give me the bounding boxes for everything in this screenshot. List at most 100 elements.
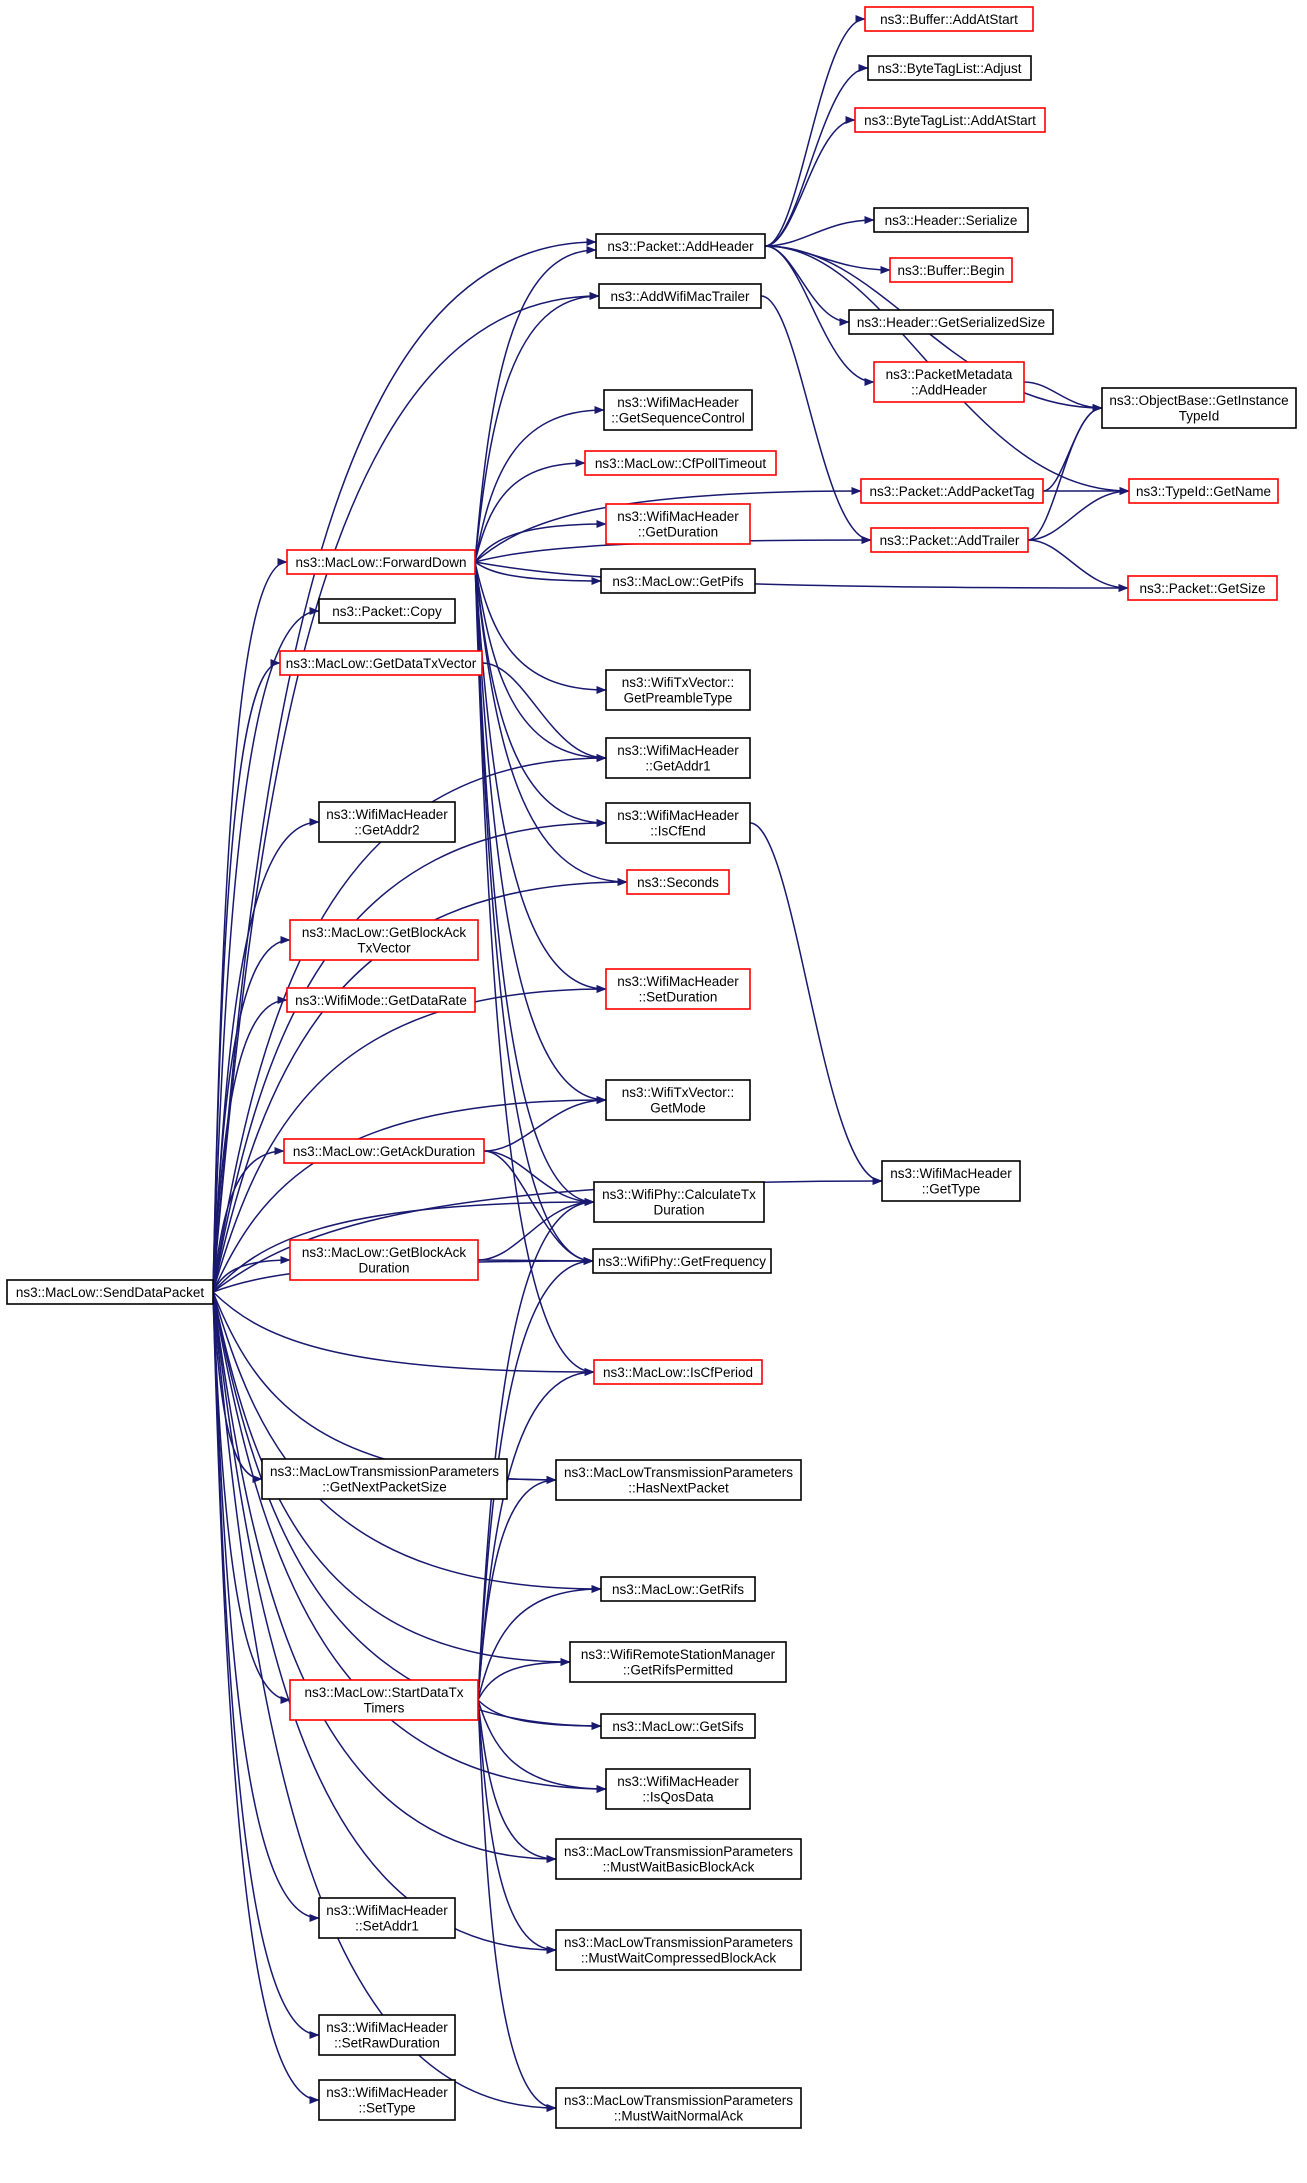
node-set_duration[interactable]: ns3::WifiMacHeader::SetDuration xyxy=(605,968,751,1010)
node-set_addr1[interactable]: ns3::WifiMacHeader::SetAddr1 xyxy=(318,1897,456,1939)
node-must_wait_normal_ack[interactable]: ns3::MacLowTransmissionParameters::MustW… xyxy=(555,2087,802,2129)
edge-get_block_ack_duration-to-calculate_tx_duration xyxy=(477,1198,595,1261)
node-has_next_packet[interactable]: ns3::MacLowTransmissionParameters::HasNe… xyxy=(555,1459,802,1501)
node-label: ns3::Header::GetSerializedSize xyxy=(857,315,1045,330)
edge-is_cf_end-to-get_type xyxy=(749,822,883,1185)
node-box xyxy=(318,2014,456,2056)
node-get_ack_duration[interactable]: ns3::MacLow::GetAckDuration xyxy=(283,1138,485,1164)
node-label: ns3::WifiMacHeader xyxy=(890,1166,1012,1181)
node-label: ::GetNextPacketSize xyxy=(322,1480,447,1495)
node-get_frequency[interactable]: ns3::WifiPhy::GetFrequency xyxy=(592,1248,772,1274)
edge-add_wifi_mac_trailer-to-add_trailer xyxy=(760,295,872,544)
edge-start_data_tx_timers-to-must_wait_normal_ack xyxy=(477,1699,557,2112)
edge-forward_down-to-get_pifs xyxy=(474,561,602,585)
node-byte_tag_list_adjust[interactable]: ns3::ByteTagList::Adjust xyxy=(867,55,1032,81)
node-label: ns3::MacLowTransmissionParameters xyxy=(564,1844,793,1859)
node-label: ns3::WifiMacHeader xyxy=(326,1903,448,1918)
edge-send_data_packet-to-is_cf_period xyxy=(212,1291,595,1376)
node-add_wifi_mac_trailer[interactable]: ns3::AddWifiMacTrailer xyxy=(598,283,762,309)
node-get_next_packet_size[interactable]: ns3::MacLowTransmissionParameters::GetNe… xyxy=(261,1458,508,1500)
node-label: ::AddHeader xyxy=(911,383,987,398)
node-box xyxy=(593,1181,765,1223)
edge-start_data_tx_timers-to-get_rifs xyxy=(477,1585,602,1701)
edge-add_header-to-buffer_add_at_start xyxy=(764,15,866,247)
edge-send_data_packet-to-calculate_tx_duration xyxy=(212,1198,595,1293)
node-box xyxy=(873,361,1025,403)
node-header_serialize[interactable]: ns3::Header::Serialize xyxy=(873,207,1029,233)
node-label: ns3::MacLow::CfPollTimeout xyxy=(595,456,767,471)
edge-add_header-to-byte_tag_list_adjust xyxy=(764,64,869,247)
node-get_type[interactable]: ns3::WifiMacHeader::GetType xyxy=(881,1160,1021,1202)
edge-add_packet_tag-to-get_instance_type_id xyxy=(1042,404,1103,492)
edge-send_data_packet-to-get_ack_duration xyxy=(212,1147,285,1293)
node-get_sequence_control[interactable]: ns3::WifiMacHeader::GetSequenceControl xyxy=(603,389,753,431)
node-box xyxy=(605,1079,751,1121)
node-label: ns3::MacLowTransmissionParameters xyxy=(564,1465,793,1480)
node-packet_get_size[interactable]: ns3::Packet::GetSize xyxy=(1127,575,1278,601)
edge-forward_down-to-add_trailer xyxy=(474,536,872,563)
node-get_data_tx_vector[interactable]: ns3::MacLow::GetDataTxVector xyxy=(279,650,483,676)
node-get_data_rate[interactable]: ns3::WifiMode::GetDataRate xyxy=(286,987,476,1013)
node-buffer_add_at_start[interactable]: ns3::Buffer::AddAtStart xyxy=(864,6,1034,32)
node-is_cf_end[interactable]: ns3::WifiMacHeader::IsCfEnd xyxy=(605,802,751,844)
node-get_mode[interactable]: ns3::WifiTxVector::GetMode xyxy=(605,1079,751,1121)
node-label: ns3::ObjectBase::GetInstance xyxy=(1109,393,1288,408)
node-header_get_serialized_size[interactable]: ns3::Header::GetSerializedSize xyxy=(848,309,1054,335)
node-box xyxy=(283,1138,485,1164)
node-label: ns3::MacLow::GetRifs xyxy=(612,1582,744,1597)
node-box xyxy=(289,1679,479,1721)
node-label: ::IsQosData xyxy=(642,1790,714,1805)
node-add_packet_tag[interactable]: ns3::Packet::AddPacketTag xyxy=(860,478,1044,504)
node-get_addr1[interactable]: ns3::WifiMacHeader::GetAddr1 xyxy=(605,737,751,779)
node-add_header[interactable]: ns3::Packet::AddHeader xyxy=(595,233,766,259)
node-label: ::HasNextPacket xyxy=(628,1481,729,1496)
node-label: ns3::Packet::GetSize xyxy=(1139,581,1265,596)
node-must_wait_compressed_block_ack[interactable]: ns3::MacLowTransmissionParameters::MustW… xyxy=(555,1929,802,1971)
node-add_trailer[interactable]: ns3::Packet::AddTrailer xyxy=(870,527,1029,553)
node-label: ns3::WifiPhy::CalculateTx xyxy=(602,1187,756,1202)
node-label: ::IsCfEnd xyxy=(650,824,706,839)
node-get_rifs[interactable]: ns3::MacLow::GetRifs xyxy=(600,1576,756,1602)
node-cf_poll_timeout[interactable]: ns3::MacLow::CfPollTimeout xyxy=(584,450,777,476)
node-packet_metadata_add_header[interactable]: ns3::PacketMetadata::AddHeader xyxy=(873,361,1025,403)
node-must_wait_basic_block_ack[interactable]: ns3::MacLowTransmissionParameters::MustW… xyxy=(555,1838,802,1880)
node-box xyxy=(279,650,483,676)
edge-start_data_tx_timers-to-must_wait_basic_block_ack xyxy=(477,1699,557,1863)
node-byte_tag_list_add_at_start[interactable]: ns3::ByteTagList::AddAtStart xyxy=(854,107,1046,133)
edge-send_data_packet-to-set_addr1 xyxy=(212,1291,320,1922)
node-is_cf_period[interactable]: ns3::MacLow::IsCfPeriod xyxy=(593,1359,763,1385)
node-label: ns3::WifiTxVector:: xyxy=(622,1085,735,1100)
edge-add_header-to-packet_metadata_add_header xyxy=(764,245,875,386)
node-packet_copy[interactable]: ns3::Packet::Copy xyxy=(318,598,456,624)
node-set_raw_duration[interactable]: ns3::WifiMacHeader::SetRawDuration xyxy=(318,2014,456,2056)
node-set_type[interactable]: ns3::WifiMacHeader::SetType xyxy=(318,2079,456,2121)
node-send_data_packet[interactable]: ns3::MacLow::SendDataPacket xyxy=(6,1279,214,1305)
node-get_preamble_type[interactable]: ns3::WifiTxVector::GetPreambleType xyxy=(605,669,751,711)
node-get_rifs_permitted[interactable]: ns3::WifiRemoteStationManager::GetRifsPe… xyxy=(569,1641,787,1683)
node-seconds[interactable]: ns3::Seconds xyxy=(626,869,730,895)
edge-send_data_packet-to-set_duration xyxy=(212,985,607,1293)
edge-forward_down-to-is_cf_period xyxy=(474,561,595,1376)
node-get_sifs[interactable]: ns3::MacLow::GetSifs xyxy=(600,1713,756,1739)
node-label: Timers xyxy=(364,1701,405,1716)
node-label: ::MustWaitBasicBlockAck xyxy=(603,1860,755,1875)
node-label: ::SetRawDuration xyxy=(334,2036,440,2051)
node-label: ::GetSequenceControl xyxy=(611,411,745,426)
node-label: ns3::ByteTagList::Adjust xyxy=(877,61,1021,76)
edge-send_data_packet-to-must_wait_basic_block_ack xyxy=(212,1291,557,1863)
node-buffer_begin[interactable]: ns3::Buffer::Begin xyxy=(889,257,1013,283)
node-box xyxy=(605,503,751,545)
node-is_qos_data[interactable]: ns3::WifiMacHeader::IsQosData xyxy=(605,1768,751,1810)
node-get_pifs[interactable]: ns3::MacLow::GetPifs xyxy=(600,568,756,594)
node-get_duration[interactable]: ns3::WifiMacHeader::GetDuration xyxy=(605,503,751,545)
node-forward_down[interactable]: ns3::MacLow::ForwardDown xyxy=(286,549,476,575)
node-box xyxy=(584,450,777,476)
node-box xyxy=(867,55,1032,81)
node-type_id_get_name[interactable]: ns3::TypeId::GetName xyxy=(1128,478,1279,504)
node-get_addr2[interactable]: ns3::WifiMacHeader::GetAddr2 xyxy=(318,801,456,843)
